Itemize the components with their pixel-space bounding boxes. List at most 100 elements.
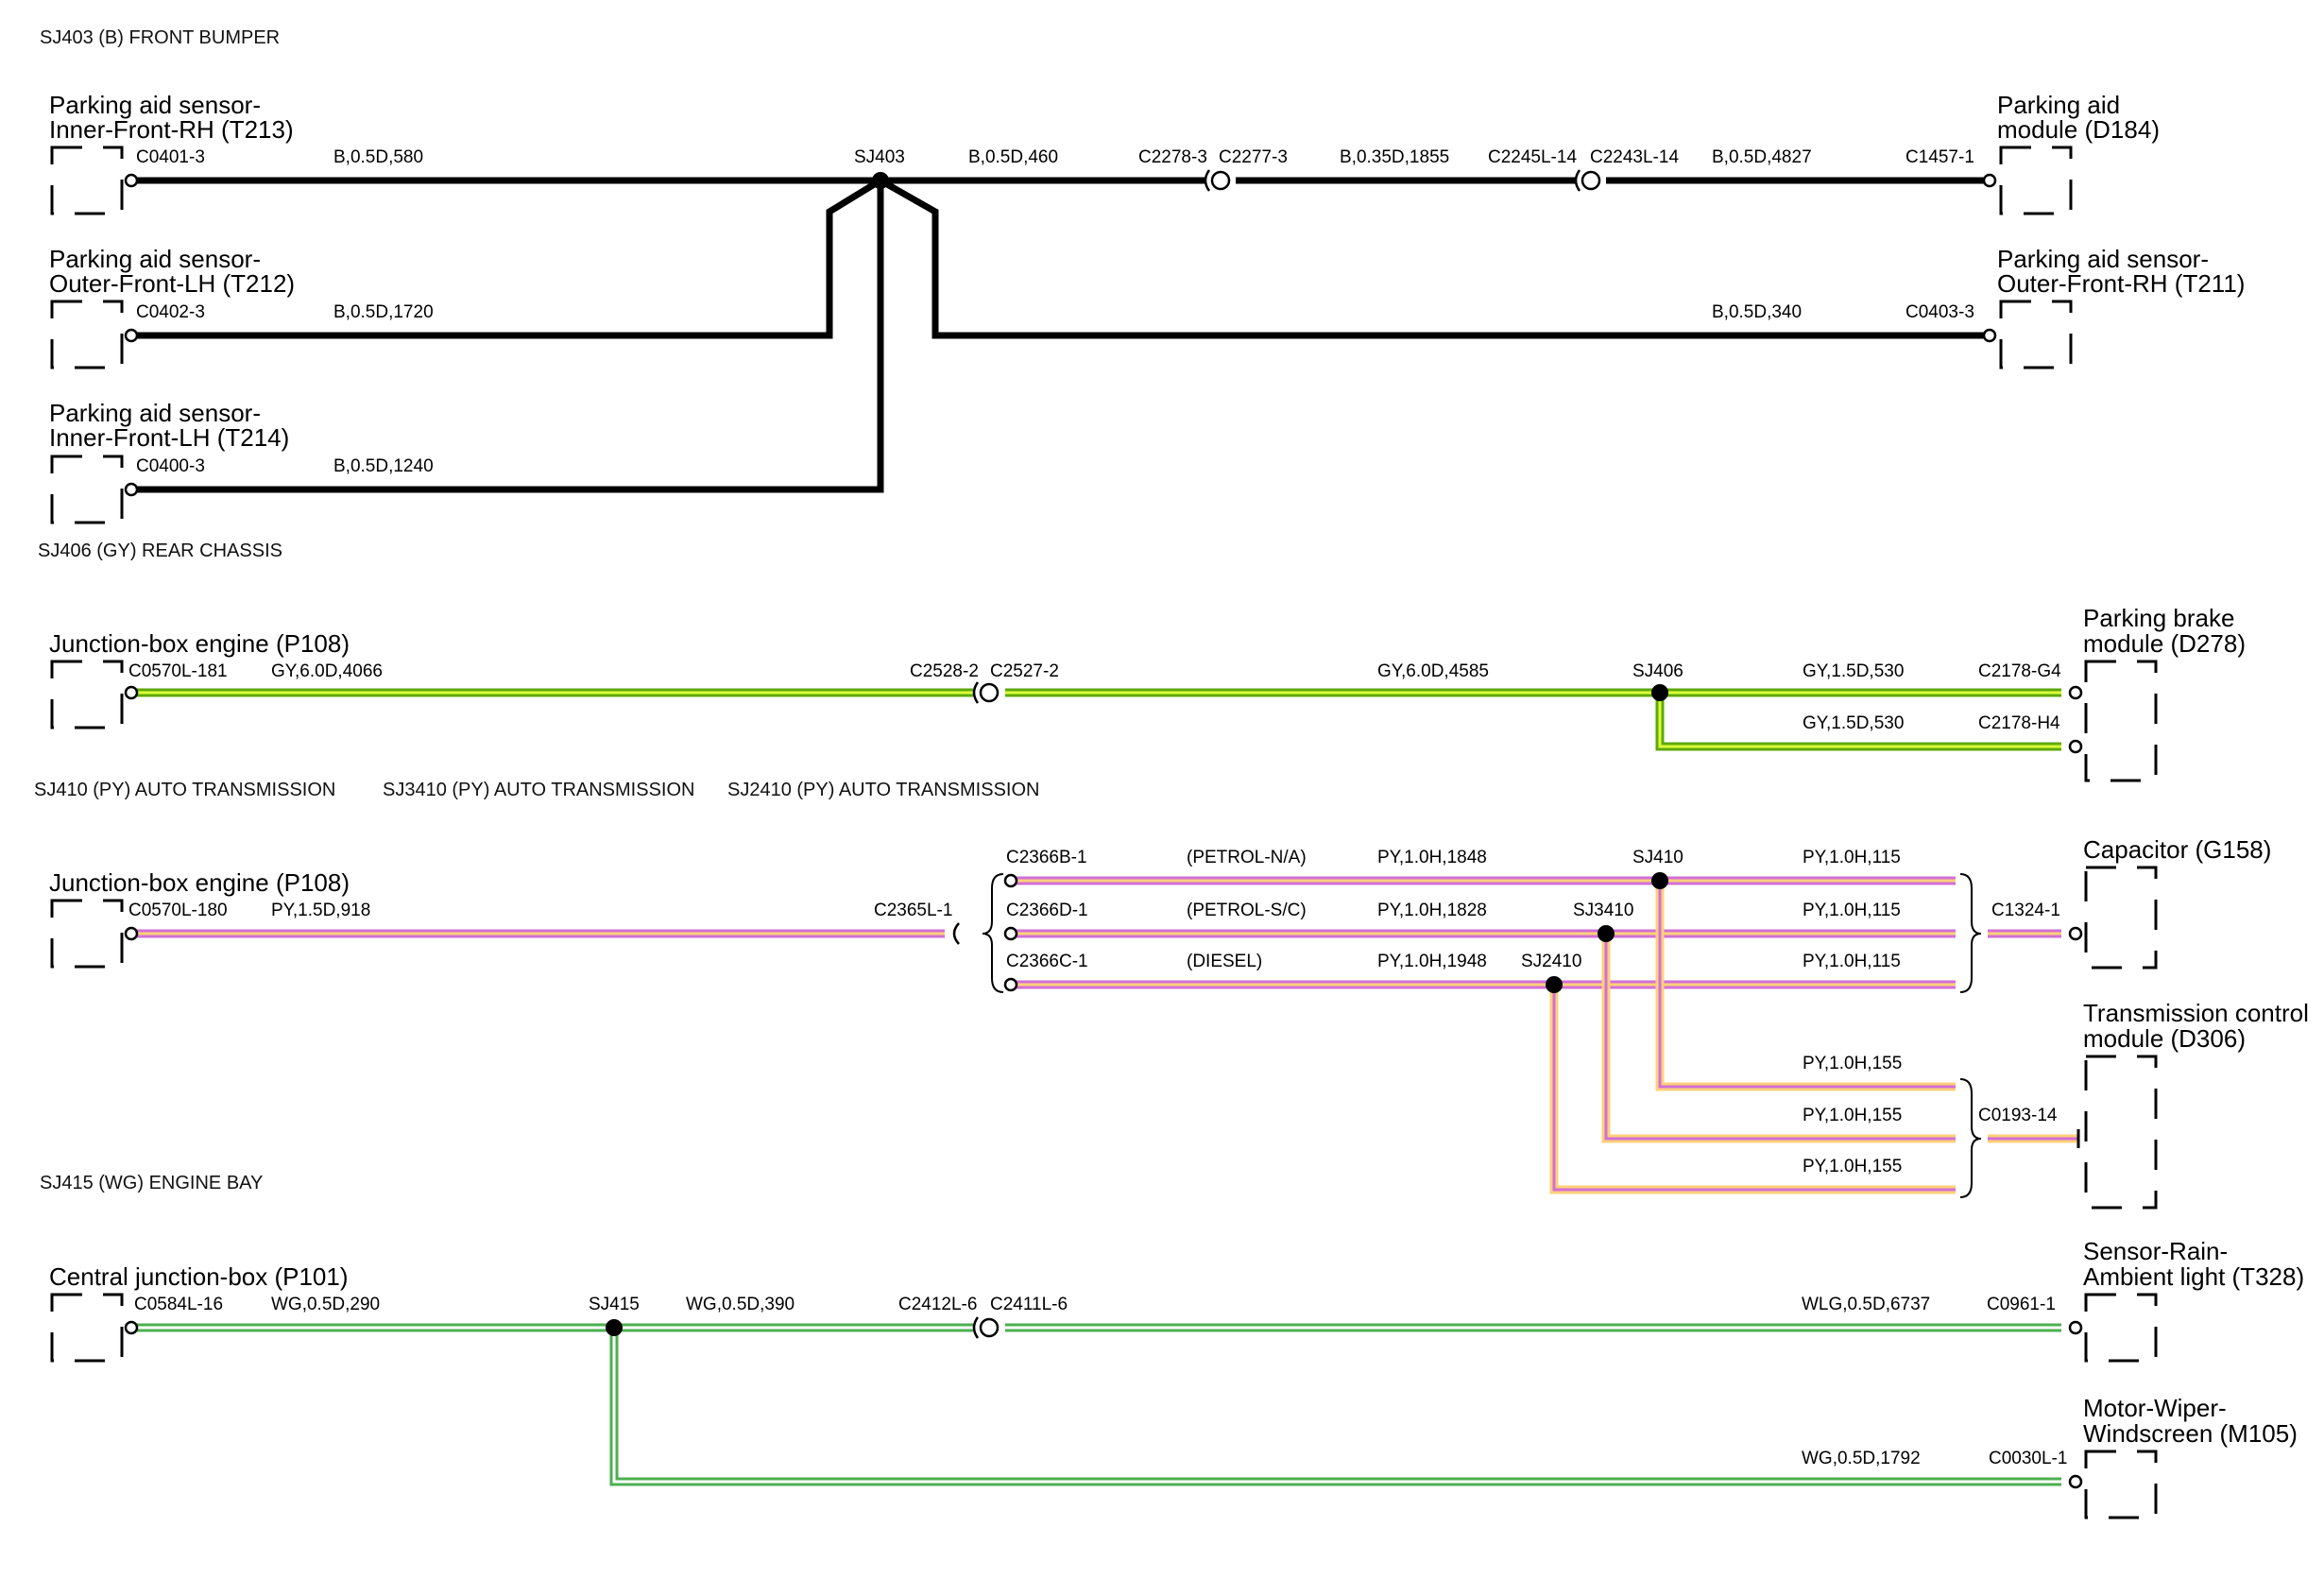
connector-pin-c0401: [124, 173, 139, 188]
label-wire-1848: PY,1.0H,1848: [1377, 848, 1487, 867]
inline-connector-c2278: [1210, 170, 1231, 191]
wire-py-155a-stripe: [1658, 881, 1956, 1089]
component-box-g158: [2084, 866, 2158, 970]
label-c0584: C0584L-16: [134, 1295, 223, 1314]
component-name-t211: Parking aid sensor-Outer-Front-RH (T211): [1997, 245, 2245, 298]
label-petrol-na: (PETROL-N/A): [1187, 848, 1307, 867]
label-c0570-180: C0570L-180: [128, 901, 228, 920]
component-box-m105: [2084, 1450, 2158, 1519]
component-box-p101: [50, 1293, 124, 1363]
label-c2277: C2277-3: [1219, 147, 1288, 167]
splice-sj410: [1651, 872, 1668, 889]
label-wire-1240: B,0.5D,1240: [333, 456, 434, 476]
label-c0961: C0961-1: [1987, 1295, 2056, 1314]
label-wire-918: PY,1.5D,918: [271, 901, 370, 920]
connector-pin-c0402: [124, 328, 139, 343]
label-c2278: C2278-3: [1138, 147, 1207, 167]
label-wire-390: WG,0.5D,390: [686, 1295, 795, 1314]
label-wire-530-g4: GY,1.5D,530: [1803, 661, 1904, 681]
component-box-p108-b: [50, 899, 124, 969]
component-name-g158: Capacitor (G158): [2083, 835, 2271, 864]
label-wire-1720: B,0.5D,1720: [333, 302, 434, 322]
label-c0400: C0400-3: [136, 456, 205, 476]
label-diesel: (DIESEL): [1187, 952, 1262, 971]
wire-b-1240: [132, 180, 884, 493]
section-title-engine-bay: SJ415 (WG) ENGINE BAY: [40, 1173, 263, 1193]
inline-connector-c2245-arc: [1574, 169, 1581, 192]
connector-pin-c2366d: [1003, 926, 1018, 941]
wire-wg-1792-stripe: [612, 1328, 2061, 1484]
splice-sj2410: [1546, 976, 1563, 993]
splice-sj3410: [1598, 925, 1615, 942]
label-wire-115b: PY,1.0H,115: [1803, 901, 1901, 920]
wire-b-340: [879, 177, 1986, 339]
connector-c2365: [952, 922, 960, 945]
inline-connector-c2412-arc: [972, 1316, 980, 1339]
label-wire-115a: PY,1.0H,115: [1803, 848, 1901, 867]
brace-c1324: [1959, 873, 1982, 993]
wire-py-155c-stripe: [1552, 985, 1956, 1192]
label-wire-155a: PY,1.0H,155: [1803, 1054, 1902, 1073]
component-box-t328: [2084, 1293, 2158, 1363]
connector-pin-c2366b: [1003, 873, 1018, 888]
label-c2527: C2527-2: [990, 661, 1059, 681]
label-wire-115c: PY,1.0H,115: [1803, 952, 1901, 971]
label-c2245: C2245L-14: [1488, 147, 1577, 167]
label-sj415: SJ415: [589, 1295, 640, 1314]
label-wire-4827: B,0.5D,4827: [1712, 147, 1812, 167]
section-title-sj3410: SJ3410 (PY) AUTO TRANSMISSION: [383, 780, 694, 800]
label-c0570-181: C0570L-181: [128, 661, 228, 681]
label-c2243: C2243L-14: [1590, 147, 1679, 167]
label-wire-1828: PY,1.0H,1828: [1377, 901, 1487, 920]
connector-pin-c1324: [2068, 926, 2083, 941]
label-sj3410: SJ3410: [1573, 901, 1633, 920]
label-wire-460: B,0.5D,460: [968, 147, 1058, 167]
component-box-t211: [1999, 300, 2073, 369]
label-c0403: C0403-3: [1905, 302, 1974, 322]
label-c2366b: C2366B-1: [1006, 848, 1087, 867]
label-wire-1792: WG,0.5D,1792: [1802, 1449, 1921, 1468]
label-c2366d: C2366D-1: [1006, 901, 1088, 920]
inline-connector-c2412: [979, 1317, 1000, 1338]
component-box-d184: [1999, 146, 2073, 215]
label-sj406: SJ406: [1632, 661, 1683, 681]
connector-pin-c2178-h4: [2068, 739, 2083, 754]
label-c2411: C2411L-6: [990, 1295, 1068, 1314]
label-c0401: C0401-3: [136, 147, 205, 167]
label-wire-1948: PY,1.0H,1948: [1377, 952, 1487, 971]
component-box-t212: [50, 300, 124, 369]
inline-connector-c2245: [1581, 170, 1601, 191]
connector-pin-c0400: [124, 482, 139, 497]
component-name-t213: Parking aid sensor-Inner-Front-RH (T213): [49, 91, 294, 144]
connector-pin-c0584: [124, 1320, 139, 1335]
label-wire-6737: WLG,0.5D,6737: [1802, 1295, 1930, 1314]
label-wire-4585: GY,6.0D,4585: [1377, 661, 1489, 681]
label-petrol-sc: (PETROL-S/C): [1187, 901, 1307, 920]
component-box-d278: [2084, 660, 2158, 782]
component-box-p108-a: [50, 660, 124, 729]
splice-sj415: [606, 1319, 623, 1336]
splice-sj403: [872, 172, 889, 189]
connector-pin-c2178-g4: [2068, 685, 2083, 700]
connector-pin-c0403: [1982, 328, 1997, 343]
splice-sj406: [1651, 684, 1668, 701]
wire-gy-530-h4-stripe: [1658, 693, 2061, 748]
label-c0193: C0193-14: [1978, 1106, 2058, 1125]
label-wire-530-h4: GY,1.5D,530: [1803, 713, 1904, 733]
label-c0402: C0402-3: [136, 302, 205, 322]
label-wire-155c: PY,1.0H,155: [1803, 1157, 1902, 1176]
component-box-t213: [50, 146, 124, 215]
inline-connector-c2278-arc: [1204, 169, 1211, 192]
label-c2528: C2528-2: [910, 661, 979, 681]
connector-pin-c0570-181: [124, 685, 139, 700]
label-wire-290: WG,0.5D,290: [271, 1295, 380, 1314]
section-title-sj410: SJ410 (PY) AUTO TRANSMISSION: [34, 780, 335, 800]
connector-pin-c0570-180: [124, 926, 139, 941]
wire-b-1720: [132, 178, 882, 339]
component-box-d306: [2084, 1055, 2158, 1210]
component-name-p108-a: Junction-box engine (P108): [49, 629, 350, 658]
label-c2366c: C2366C-1: [1006, 952, 1088, 971]
